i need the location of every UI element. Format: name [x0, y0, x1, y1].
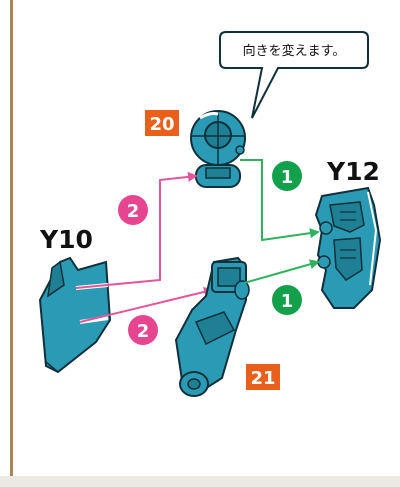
- callout-text: 向きを変えます。: [243, 43, 346, 59]
- part-21-badge: 21: [246, 364, 280, 390]
- step-2-top-marker: 2: [118, 195, 148, 225]
- step-1-bottom-label: 1: [281, 291, 294, 312]
- part-21: [174, 256, 250, 397]
- step-2-top-label: 2: [127, 201, 140, 222]
- part-21-label: 21: [250, 368, 275, 389]
- frame-left-rule: [10, 0, 13, 487]
- part-20-badge: 20: [145, 110, 179, 136]
- part-20-ball-joint: [190, 110, 246, 188]
- part-y12: [314, 186, 382, 309]
- step-2-bottom-label: 2: [137, 321, 150, 342]
- part-20-label: 20: [149, 114, 174, 135]
- step-1-top-marker: 1: [272, 161, 302, 191]
- y10-label: Y10: [39, 225, 93, 254]
- part-y10: [38, 256, 112, 374]
- bottom-strip: [0, 476, 400, 487]
- y12-label: Y12: [326, 157, 380, 186]
- step-2-bottom-marker: 2: [128, 315, 158, 345]
- arrow-y10-to-21: [79, 287, 214, 323]
- callout-bubble: 向きを変えます。: [219, 31, 369, 119]
- arrow-21-to-y12: [243, 259, 320, 284]
- step-1-bottom-marker: 1: [272, 285, 302, 315]
- arrow-20-to-y12: [240, 159, 320, 242]
- step-1-top-label: 1: [281, 167, 294, 188]
- arrow-y10-to-20: [75, 171, 198, 289]
